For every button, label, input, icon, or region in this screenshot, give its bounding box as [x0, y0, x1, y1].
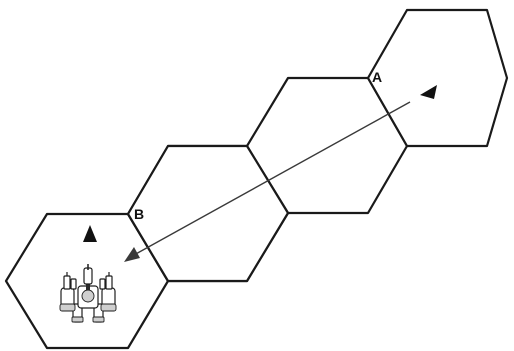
facing-arrow-icon [83, 225, 97, 242]
line-of-sight-arrowhead-icon [124, 247, 140, 262]
line-of-sight-arrow-icon [133, 101, 411, 256]
hex-label-b: B [134, 206, 144, 222]
battlemech-icon[interactable] [59, 264, 117, 323]
hex-label-a: A [372, 69, 382, 85]
facing-arrow-icon [420, 85, 437, 99]
hex-cell-4[interactable] [366, 8, 509, 148]
